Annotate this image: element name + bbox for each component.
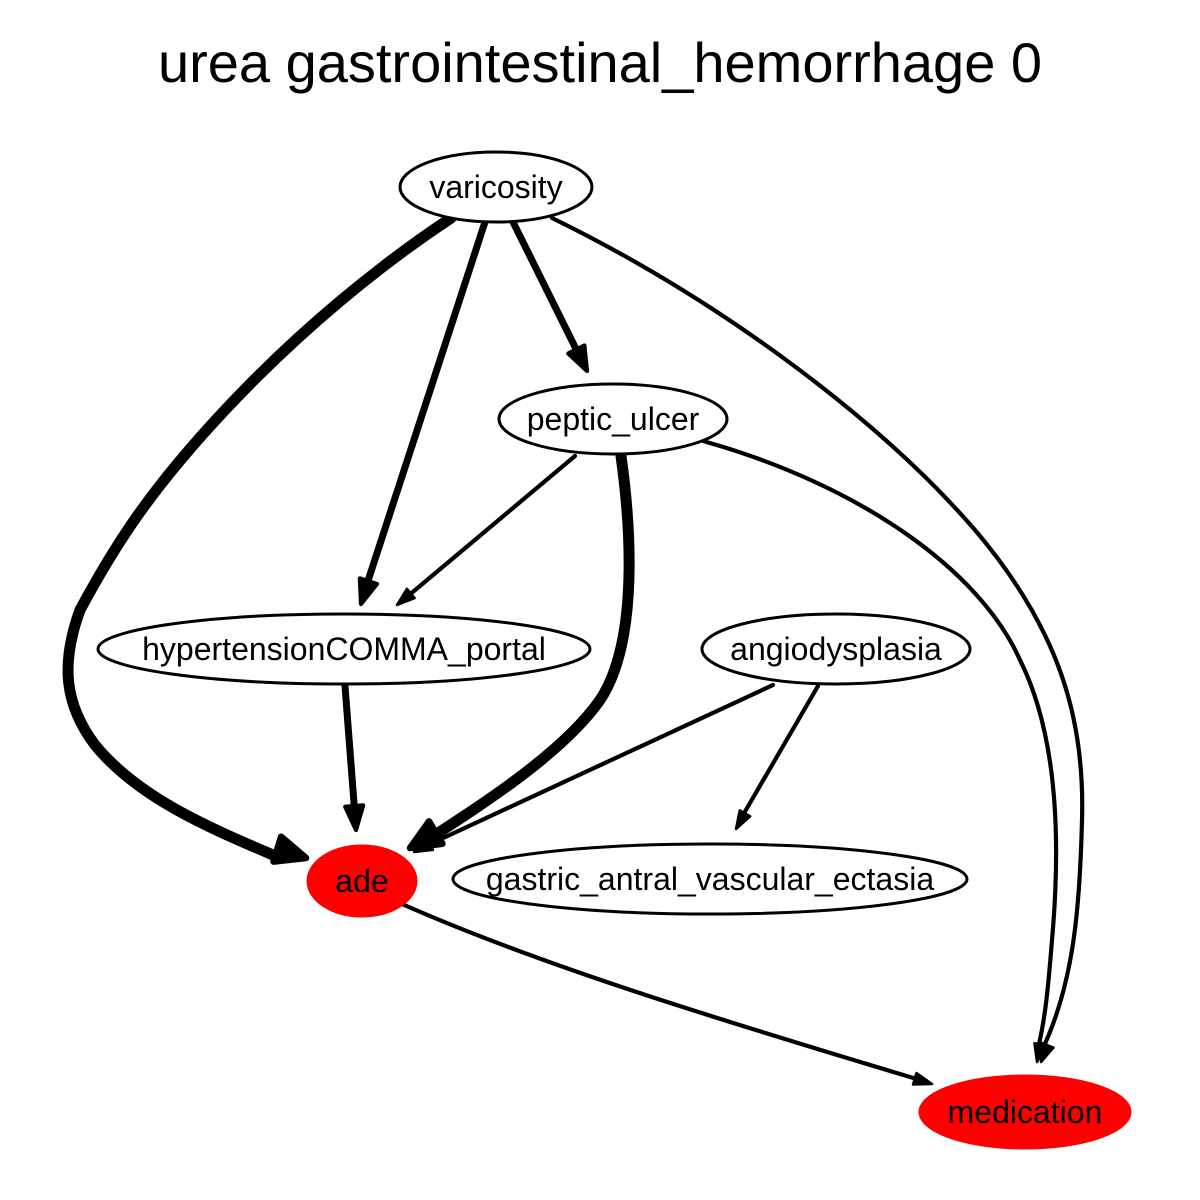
node-medication: medication	[918, 1074, 1132, 1150]
graph-title: urea gastrointestinal_hemorrhage 0	[158, 31, 1042, 94]
node-label: angiodysplasia	[730, 631, 942, 667]
edge-line	[361, 218, 489, 594]
arrowhead-icon	[566, 343, 590, 374]
edge-varicosity-to-ade	[62, 212, 457, 865]
edge-peptic_ulcer-to-medication	[700, 438, 1059, 1064]
edge-line	[62, 212, 457, 864]
node-peptic_ulcer: peptic_ulcer	[497, 382, 729, 456]
edge-hypertension_portal-to-ade	[341, 682, 366, 833]
edge-line	[418, 450, 635, 848]
edge-angiodysplasia-to-gave	[734, 683, 821, 831]
node-label: varicosity	[429, 169, 562, 205]
arrowhead-icon	[357, 576, 380, 607]
node-ellipse	[700, 612, 972, 686]
edge-line	[423, 682, 776, 849]
arrowhead-icon	[734, 809, 752, 831]
node-hypertension_portal: hypertensionCOMMA_portal	[96, 612, 592, 686]
edge-varicosity-to-hypertension_portal	[357, 218, 489, 607]
node-ellipse	[451, 842, 969, 916]
arrowhead-icon	[412, 837, 435, 854]
node-angiodysplasia: angiodysplasia	[700, 612, 972, 686]
node-label: peptic_ulcer	[527, 401, 700, 437]
edge-peptic_ulcer-to-hypertension_portal	[395, 453, 578, 607]
node-gave: gastric_antral_vascular_ectasia	[451, 842, 969, 916]
edge-varicosity-to-peptic_ulcer	[509, 218, 590, 374]
edge-line	[740, 683, 821, 818]
arrowhead-icon	[911, 1071, 934, 1086]
edge-angiodysplasia-to-ade	[412, 682, 776, 854]
node-ellipse	[497, 382, 729, 456]
node-label: hypertensionCOMMA_portal	[142, 631, 546, 667]
arrowhead-icon	[270, 833, 310, 865]
edge-ade-to-medication	[399, 901, 934, 1086]
node-ellipse	[96, 612, 592, 686]
node-ade: ade	[306, 844, 418, 918]
node-ellipse	[398, 150, 594, 224]
edge-line	[549, 215, 1085, 1051]
node-ellipse	[918, 1074, 1132, 1150]
node-label: ade	[335, 863, 388, 899]
node-varicosity: varicosity	[398, 150, 594, 224]
arrowhead-icon	[1033, 1041, 1048, 1064]
edge-line	[341, 682, 359, 820]
node-ellipse	[306, 844, 418, 918]
edge-line	[399, 901, 923, 1083]
arrowhead-icon	[343, 803, 366, 833]
arrowhead-icon	[395, 587, 416, 607]
edges-layer	[62, 212, 1085, 1086]
nodes-layer: varicosity peptic_ulcer hypertensionCOMMA_…	[96, 150, 1132, 1150]
edge-line	[405, 453, 578, 599]
edge-line	[700, 438, 1059, 1051]
edge-line	[509, 218, 584, 361]
node-label: medication	[948, 1094, 1103, 1130]
node-label: gastric_antral_vascular_ectasia	[486, 861, 934, 897]
